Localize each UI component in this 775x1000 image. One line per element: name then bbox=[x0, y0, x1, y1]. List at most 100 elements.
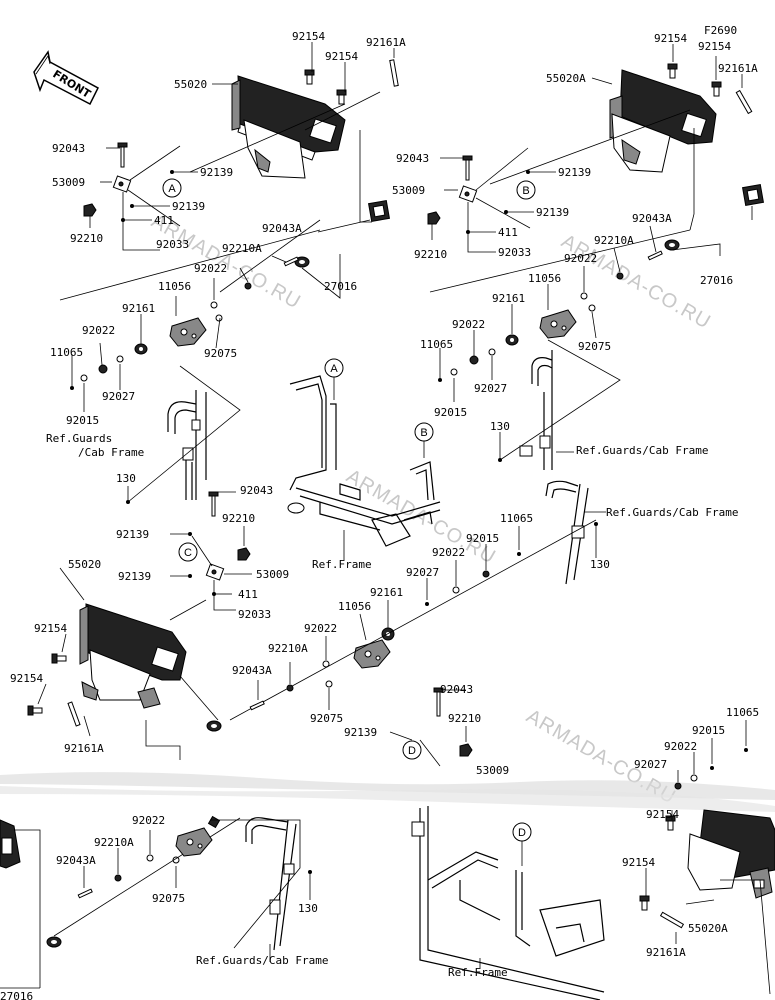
bolt-icon bbox=[711, 81, 722, 97]
lamp-housing-55020 bbox=[231, 75, 346, 179]
grommet-icon bbox=[664, 239, 680, 251]
spacer-icon bbox=[505, 334, 519, 346]
part-number-label: 92154 bbox=[698, 40, 731, 53]
part-number-label: 27016 bbox=[700, 274, 733, 287]
ref-label: Ref.Frame bbox=[312, 558, 372, 571]
part-number-label: 92075 bbox=[578, 340, 611, 353]
ref-label: Ref.Guards/Cab Frame bbox=[576, 444, 708, 457]
part-number-label: 92154 bbox=[10, 672, 43, 685]
part-number-label: 92154 bbox=[325, 50, 358, 63]
part-number-label: 92027 bbox=[406, 566, 439, 579]
washer-icon bbox=[210, 301, 218, 309]
plate-11056 bbox=[353, 639, 391, 669]
part-number-label: 92027 bbox=[474, 382, 507, 395]
washer-icon bbox=[616, 272, 624, 280]
part-number-label: 92033 bbox=[156, 238, 189, 251]
pin-icon bbox=[67, 701, 81, 727]
part-number-label: 92139 bbox=[344, 726, 377, 739]
part-number-label: 92161 bbox=[122, 302, 155, 315]
part-number-label: 92043 bbox=[52, 142, 85, 155]
part-number-label: F2690 bbox=[704, 24, 737, 37]
bolt-icon bbox=[27, 705, 43, 716]
part-number-label: 92015 bbox=[66, 414, 99, 427]
part-number-label: 130 bbox=[490, 420, 510, 433]
washer-icon bbox=[517, 552, 521, 556]
washer-icon bbox=[146, 854, 154, 862]
part-number-label: 11065 bbox=[420, 338, 453, 351]
part-number-label: 92210A bbox=[222, 242, 262, 255]
stay-bracket-53009 bbox=[458, 185, 478, 203]
center-frame: A B bbox=[287, 358, 441, 560]
part-number-label: 92075 bbox=[204, 347, 237, 360]
stay-bracket-53009 bbox=[205, 563, 225, 581]
pin-icon bbox=[659, 911, 685, 929]
ref-label: Ref.Guards bbox=[46, 432, 112, 445]
part-number-label: 11065 bbox=[50, 346, 83, 359]
assembly-group-b: B bbox=[427, 44, 765, 470]
svg-text:D: D bbox=[518, 827, 526, 839]
washer-icon bbox=[588, 304, 596, 312]
part-number-label: 55020A bbox=[546, 72, 586, 85]
view-marker-a: A bbox=[324, 358, 344, 378]
part-number-label: 92161A bbox=[64, 742, 104, 755]
view-marker-c: C bbox=[178, 542, 198, 562]
part-number-label: 92139 bbox=[536, 206, 569, 219]
bolt-icon bbox=[304, 69, 315, 85]
part-number-label: 92075 bbox=[310, 712, 343, 725]
bolt-icon bbox=[665, 815, 676, 831]
plate-11056 bbox=[539, 309, 577, 339]
part-number-label: 92043 bbox=[396, 152, 429, 165]
washer-icon bbox=[450, 368, 458, 376]
part-number-label: 130 bbox=[590, 558, 610, 571]
washer-icon bbox=[674, 782, 682, 790]
front-arrow-icon: FRONT bbox=[33, 50, 99, 106]
washer-icon bbox=[244, 282, 252, 290]
part-number-label: 92033 bbox=[498, 246, 531, 259]
grommet-27016 bbox=[741, 183, 765, 207]
guard-tube bbox=[545, 480, 589, 585]
part-number-label: 55020 bbox=[174, 78, 207, 91]
lamp-housing-55020 bbox=[79, 603, 187, 701]
part-number-label: 92015 bbox=[434, 406, 467, 419]
svg-text:B: B bbox=[420, 427, 427, 439]
grommet-icon bbox=[206, 720, 222, 732]
bolt-icon bbox=[51, 653, 67, 664]
view-marker-a: A bbox=[162, 178, 182, 198]
svg-text:D: D bbox=[408, 745, 416, 757]
part-number-label: 27016 bbox=[0, 990, 33, 1000]
stay-bracket-53009 bbox=[112, 175, 132, 193]
part-number-label: 411 bbox=[154, 214, 174, 227]
part-number-label: 92154 bbox=[622, 856, 655, 869]
washer-icon bbox=[172, 856, 180, 864]
washer-icon bbox=[322, 660, 330, 668]
washer-icon bbox=[116, 355, 124, 363]
lamp-housing-55020A bbox=[687, 809, 775, 899]
screw-icon bbox=[647, 250, 663, 261]
part-number-label: 27016 bbox=[324, 280, 357, 293]
part-number-label: 92154 bbox=[654, 32, 687, 45]
part-number-label: 130 bbox=[298, 902, 318, 915]
part-number-label: 55020 bbox=[68, 558, 101, 571]
part-number-label: 92043A bbox=[232, 664, 272, 677]
washer-icon bbox=[325, 680, 333, 688]
part-number-label: 53009 bbox=[52, 176, 85, 189]
washer-icon bbox=[98, 364, 108, 374]
part-number-label: 92210A bbox=[94, 836, 134, 849]
part-number-label: 11065 bbox=[726, 706, 759, 719]
pin-icon bbox=[389, 59, 399, 87]
part-number-label: 92027 bbox=[102, 390, 135, 403]
bolt-icon bbox=[117, 142, 128, 168]
view-marker-d: D bbox=[512, 822, 532, 842]
part-number-label: 92210A bbox=[594, 234, 634, 247]
washer-icon bbox=[452, 586, 460, 594]
guard-tube bbox=[167, 390, 207, 500]
part-number-label: 92154 bbox=[292, 30, 325, 43]
part-number-label: 92139 bbox=[558, 166, 591, 179]
washer-icon bbox=[580, 292, 588, 300]
ref-label: /Cab Frame bbox=[78, 446, 144, 459]
screw-icon bbox=[77, 888, 93, 899]
washer-icon bbox=[482, 570, 490, 578]
part-number-label: 53009 bbox=[476, 764, 509, 777]
bolt-icon bbox=[462, 155, 473, 181]
